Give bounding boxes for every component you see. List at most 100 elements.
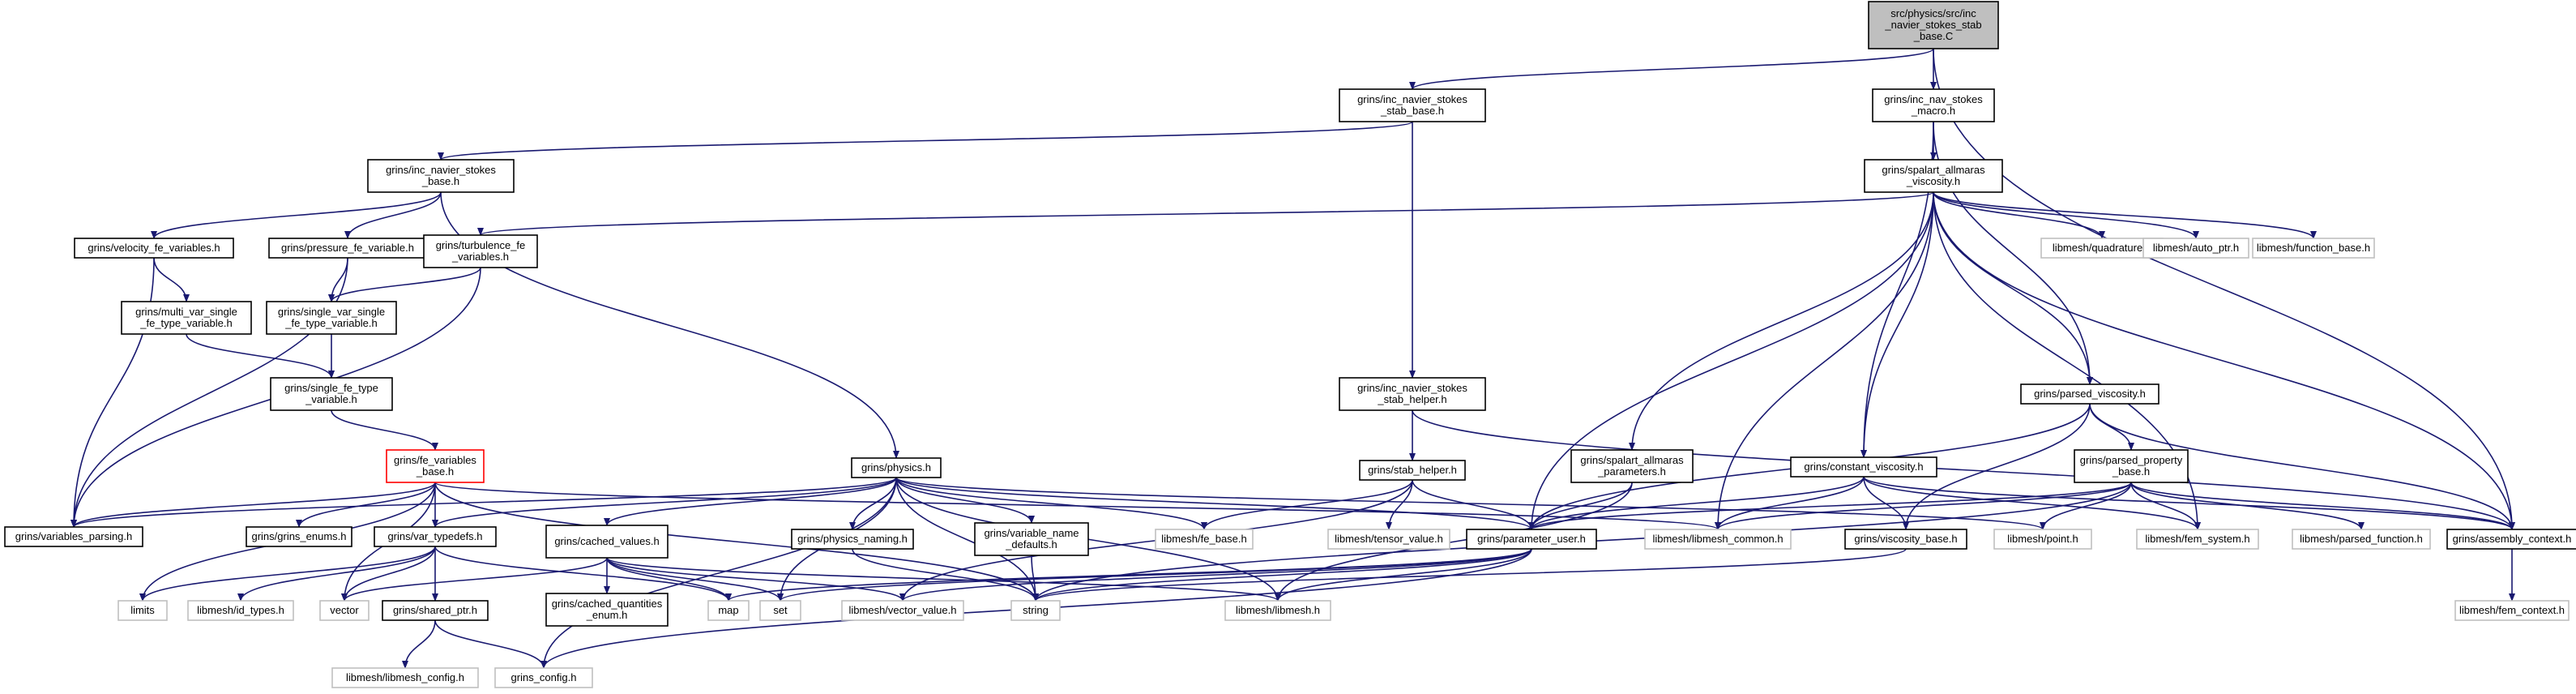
- node-root-label: src/physics/src/inc: [1890, 7, 1976, 19]
- node-root[interactable]: src/physics/src/inc_navier_stokes_stab_b…: [1868, 1, 1999, 49]
- node-single_fe_type-box: [270, 377, 393, 411]
- edge-var_typedefs-to-map: [434, 546, 732, 602]
- node-multi_var[interactable]: grins/multi_var_single_fe_type_variable.…: [121, 301, 252, 335]
- node-lm_function_base-box: [2252, 238, 2375, 259]
- node-spalart_visc[interactable]: grins/spalart_allmaras_viscosity.h: [1864, 159, 2003, 193]
- node-shared_ptr[interactable]: grins/shared_ptr.h: [382, 600, 489, 621]
- node-spalart_params-label: _parameters.h: [1597, 465, 1666, 478]
- node-variable_name_defaults[interactable]: grins/variable_name_defaults.h: [974, 522, 1089, 556]
- edge-parameter_user-to-lm_vector_value: [899, 548, 1532, 602]
- node-parsed_visc-box: [2020, 383, 2159, 405]
- node-grins_config-label: grins_config.h: [511, 671, 577, 683]
- node-lm_libmesh_common-box: [1644, 529, 1792, 550]
- node-multi_var-label: _fe_type_variable.h: [139, 317, 232, 329]
- node-lm_fem_context-label: libmesh/fem_context.h: [2459, 604, 2565, 616]
- node-inc_ns_stab_helper[interactable]: grins/inc_navier_stokes_stab_helper.h: [1339, 377, 1486, 411]
- node-variable_name_defaults-label: grins/variable_name: [984, 527, 1079, 539]
- edge-parsed_property-to-lm_fem_system: [2130, 482, 2201, 530]
- node-shared_ptr-box: [382, 600, 489, 621]
- node-viscosity_base[interactable]: grins/viscosity_base.h: [1844, 529, 1967, 550]
- node-vector-box: [319, 600, 370, 621]
- node-lm_libmesh_common: libmesh/libmesh_common.h: [1644, 529, 1792, 550]
- node-lm_libmesh_config-label: libmesh/libmesh_config.h: [346, 671, 464, 683]
- node-parameter_user[interactable]: grins/parameter_user.h: [1466, 529, 1597, 550]
- node-lm_fe_base-label: libmesh/fe_base.h: [1161, 533, 1247, 545]
- edge-stab_helper-to-parameter_user: [1412, 479, 1535, 530]
- node-pressure_fe-label: grins/pressure_fe_variable.h: [281, 242, 414, 254]
- node-lm_function_base: libmesh/function_base.h: [2252, 238, 2375, 259]
- node-assembly_context-label: grins/assembly_context.h: [2453, 533, 2572, 545]
- node-grins_enums[interactable]: grins/grins_enums.h: [246, 526, 352, 547]
- node-turbulence_fe[interactable]: grins/turbulence_fe_variables.h: [423, 234, 538, 268]
- node-turbulence_fe-label: grins/turbulence_fe: [436, 239, 526, 251]
- node-physics[interactable]: grins/physics.h: [851, 457, 942, 478]
- node-spalart_params[interactable]: grins/spalart_allmaras_parameters.h: [1570, 449, 1694, 483]
- node-limits: limits: [117, 600, 168, 621]
- node-cached_quantities_enum-box: [545, 593, 669, 627]
- edge-physics-to-variable_name_defaults: [895, 477, 1035, 524]
- node-single_var[interactable]: grins/single_var_single_fe_type_variable…: [266, 301, 397, 335]
- node-inc_ns_base[interactable]: grins/inc_navier_stokes_base.h: [367, 159, 515, 193]
- node-cached_values-box: [545, 525, 669, 559]
- node-fe_variables_base[interactable]: grins/fe_variables_base.h: [386, 449, 485, 483]
- node-pressure_fe[interactable]: grins/pressure_fe_variable.h: [268, 238, 427, 259]
- node-constant_visc[interactable]: grins/constant_viscosity.h: [1790, 456, 1937, 478]
- edge-inc_ns_base-to-physics: [440, 191, 899, 459]
- node-cached_quantities_enum[interactable]: grins/cached_quantities_enum.h: [545, 593, 669, 627]
- node-spalart_visc-box: [1864, 159, 2003, 193]
- node-stab_helper-label: grins/stab_helper.h: [1368, 464, 1457, 476]
- edge-var_typedefs-to-lm_id_types: [237, 546, 436, 602]
- node-lm_fem_system-box: [2136, 529, 2259, 550]
- node-inc_nav_macro[interactable]: grins/inc_nav_stokes_macro.h: [1872, 88, 1995, 122]
- node-lm_fem_system-label: libmesh/fem_system.h: [2145, 533, 2249, 545]
- edge-cached_values-to-map: [606, 557, 732, 602]
- node-inc_nav_macro-label: grins/inc_nav_stokes: [1884, 93, 1983, 105]
- node-lm_fem_system: libmesh/fem_system.h: [2136, 529, 2259, 550]
- node-variables_parsing[interactable]: grins/variables_parsing.h: [4, 526, 143, 547]
- node-assembly_context-box: [2446, 529, 2576, 550]
- node-physics_naming[interactable]: grins/physics_naming.h: [791, 529, 914, 550]
- node-inc_nav_macro-label: _macro.h: [1911, 105, 1955, 117]
- node-lm_vector_value-box: [841, 600, 964, 621]
- edge-spalart_visc-to-lm_function_base: [1933, 191, 2317, 239]
- node-var_typedefs[interactable]: grins/var_typedefs.h: [374, 526, 497, 547]
- node-assembly_context[interactable]: grins/assembly_context.h: [2446, 529, 2576, 550]
- node-lm_parsed_function-box: [2292, 529, 2431, 550]
- node-grins_config-box: [494, 667, 593, 688]
- node-parsed_property[interactable]: grins/parsed_property_base.h: [2074, 449, 2189, 483]
- node-parameter_user-label: grins/parameter_user.h: [1477, 533, 1586, 545]
- edge-physics-to-grins_config: [540, 477, 897, 669]
- node-lm_libmesh-label: libmesh/libmesh.h: [1236, 604, 1320, 616]
- edge-layer: [70, 48, 2515, 669]
- node-inc_ns_stab_helper-box: [1339, 377, 1486, 411]
- edge-spalart_visc-to-assembly_context: [1933, 191, 2515, 530]
- node-grins_config: grins_config.h: [494, 667, 593, 688]
- edge-root-to-assembly_context: [1933, 48, 2515, 530]
- node-multi_var-box: [121, 301, 252, 335]
- node-stab_helper[interactable]: grins/stab_helper.h: [1359, 460, 1466, 481]
- edge-viscosity_base-to-string: [1032, 548, 1907, 602]
- node-single_fe_type[interactable]: grins/single_fe_type_variable.h: [270, 377, 393, 411]
- node-lm_quadrature-box: [2040, 238, 2164, 259]
- node-viscosity_base-label: grins/viscosity_base.h: [1854, 533, 1957, 545]
- node-lm_quadrature-label: libmesh/quadrature.h: [2053, 242, 2151, 254]
- node-inc_ns_base-box: [367, 159, 515, 193]
- node-physics-box: [851, 457, 942, 478]
- node-string-box: [1010, 600, 1061, 621]
- node-parsed_visc[interactable]: grins/parsed_viscosity.h: [2020, 383, 2159, 405]
- node-lm_libmesh_config: libmesh/libmesh_config.h: [331, 667, 479, 688]
- node-lm_libmesh_config-box: [331, 667, 479, 688]
- node-cached_values[interactable]: grins/cached_values.h: [545, 525, 669, 559]
- edge-spalart_visc-to-parsed_visc: [1933, 191, 2093, 385]
- node-inc_ns_stab_base[interactable]: grins/inc_navier_stokes_stab_base.h: [1339, 88, 1486, 122]
- edge-stab_helper-to-lm_tensor_value: [1386, 479, 1413, 530]
- edge-constant_visc-to-assembly_context: [1863, 476, 2515, 530]
- node-physics_naming-box: [791, 529, 914, 550]
- edge-root-to-inc_ns_stab_base: [1409, 48, 1934, 90]
- node-inc_ns_stab_base-box: [1339, 88, 1486, 122]
- node-velocity_fe[interactable]: grins/velocity_fe_variables.h: [74, 238, 234, 259]
- edge-cached_values-to-lm_vector_value: [606, 557, 906, 602]
- node-spalart_params-label: grins/spalart_allmaras: [1580, 454, 1684, 466]
- node-lm_libmesh-box: [1224, 600, 1331, 621]
